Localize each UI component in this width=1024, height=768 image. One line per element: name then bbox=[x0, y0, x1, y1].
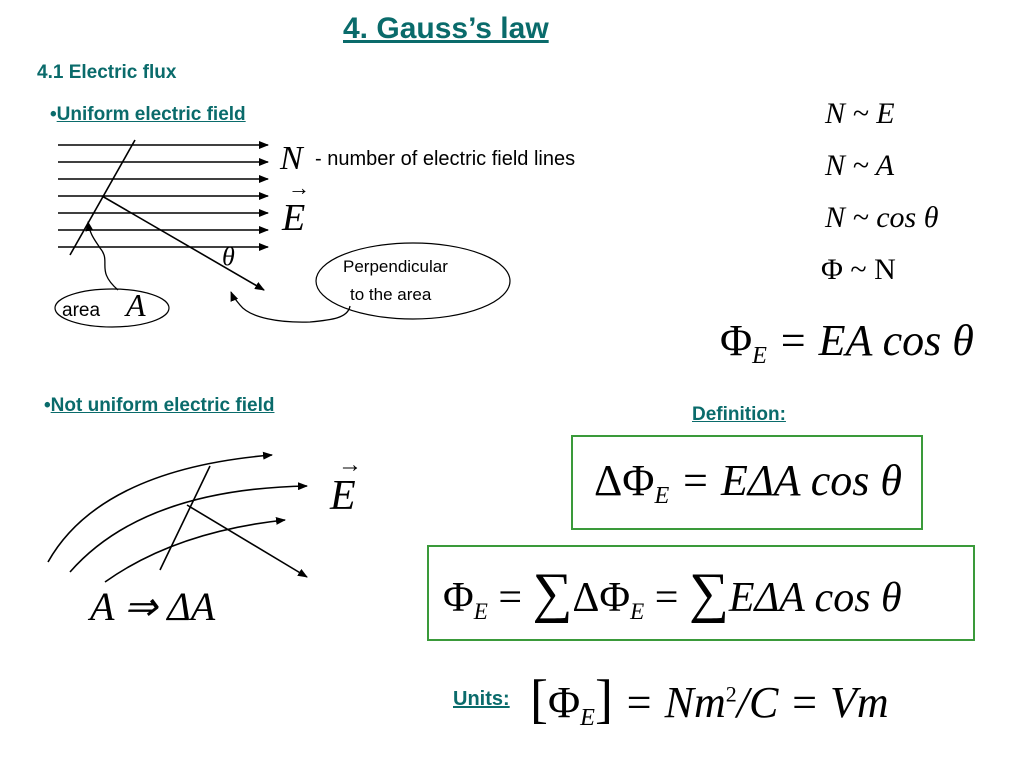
bullet: • bbox=[44, 395, 51, 416]
uniform-field-title: Uniform electric field bbox=[56, 104, 246, 125]
units-close-bracket: ] bbox=[594, 669, 613, 729]
symbol-n: N bbox=[280, 140, 303, 177]
perpendicular-label-line1: Perpendicular bbox=[343, 257, 448, 276]
units-rest: /C = Vm bbox=[736, 678, 889, 727]
symbol-theta: θ bbox=[222, 242, 235, 271]
vector-arrow-e-nonuniform: → bbox=[338, 452, 362, 478]
symbol-e-nonuniform: E bbox=[330, 473, 356, 519]
relation-n-a: N ~ A bbox=[825, 149, 895, 182]
nonuniform-area-line bbox=[159, 465, 211, 571]
flux-rhs: = EA cos θ bbox=[777, 316, 974, 365]
n-description: - number of electric field lines bbox=[315, 148, 576, 170]
area-pointer-arrow bbox=[85, 221, 119, 291]
relation-n-e: N ~ E bbox=[825, 97, 895, 130]
sum-flux-formula: ΦE = ∑ΔΦE = ∑EΔA cos θ bbox=[443, 561, 902, 625]
relation-n-cos: N ~ cos θ bbox=[825, 201, 939, 234]
flux-phi: Φ bbox=[720, 316, 753, 365]
uniform-field-heading: •Uniform electric field bbox=[50, 104, 246, 126]
sum-eq-2: = bbox=[654, 575, 679, 621]
section-heading: 4.1 Electric flux bbox=[37, 62, 177, 83]
vector-arrow-e-top: → bbox=[288, 175, 310, 200]
sum-sigma-2: ∑ bbox=[688, 562, 729, 624]
units-sub-e: E bbox=[580, 704, 595, 732]
sum-eq-1: = bbox=[498, 575, 522, 621]
nonuniform-field-lines bbox=[47, 451, 308, 583]
sum-sigma-1: ∑ bbox=[532, 562, 573, 624]
area-surface-line bbox=[69, 139, 136, 256]
units-formula: [ΦE] = Nm2/C = Vm bbox=[530, 668, 889, 732]
flux-uniform-formula: ΦE = EA cos θ bbox=[720, 315, 974, 370]
area-to-delta-area: A ⇒ ΔA bbox=[90, 584, 216, 629]
uniform-field-lines bbox=[58, 141, 269, 251]
nonuniform-field-heading: •Not uniform electric field bbox=[44, 395, 274, 417]
units-exponent: 2 bbox=[725, 681, 737, 707]
area-oval bbox=[54, 288, 170, 328]
units-open-bracket: [ bbox=[530, 669, 548, 729]
normal-vector bbox=[101, 195, 265, 291]
perpendicular-label-line2: to the area bbox=[350, 285, 432, 304]
relation-phi-n: Φ ~ N bbox=[821, 253, 896, 286]
bullet: • bbox=[50, 104, 57, 125]
sum-sub-e: E bbox=[473, 598, 488, 625]
nonuniform-normal-vector bbox=[186, 504, 308, 578]
delta-rhs: = EΔA cos θ bbox=[680, 456, 902, 505]
flux-sub-e: E bbox=[752, 342, 767, 370]
units-label: Units: bbox=[453, 688, 510, 710]
delta-flux-formula: ΔΦE = EΔA cos θ bbox=[594, 455, 902, 510]
perpendicular-callout bbox=[315, 242, 511, 320]
perpendicular-pointer bbox=[230, 291, 351, 323]
units-phi: Φ bbox=[547, 678, 581, 727]
page-title: 4. Gauss’s law bbox=[343, 12, 549, 45]
sum-phi: Φ bbox=[443, 575, 474, 621]
definition-box bbox=[571, 435, 923, 530]
sum-box bbox=[427, 545, 975, 641]
sum-mid-sub: E bbox=[630, 598, 645, 625]
nonuniform-field-title: Not uniform electric field bbox=[50, 395, 275, 416]
units-rhs: = Nm bbox=[623, 678, 726, 727]
definition-label: Definition: bbox=[692, 404, 786, 425]
area-label: area bbox=[62, 300, 101, 321]
symbol-a: A bbox=[126, 287, 146, 323]
sum-rhs: EΔA cos θ bbox=[728, 575, 902, 621]
symbol-e-vector: E bbox=[282, 197, 306, 239]
delta-phi: ΔΦ bbox=[594, 456, 655, 505]
delta-sub-e: E bbox=[654, 482, 670, 510]
sum-mid: ΔΦ bbox=[572, 575, 631, 621]
